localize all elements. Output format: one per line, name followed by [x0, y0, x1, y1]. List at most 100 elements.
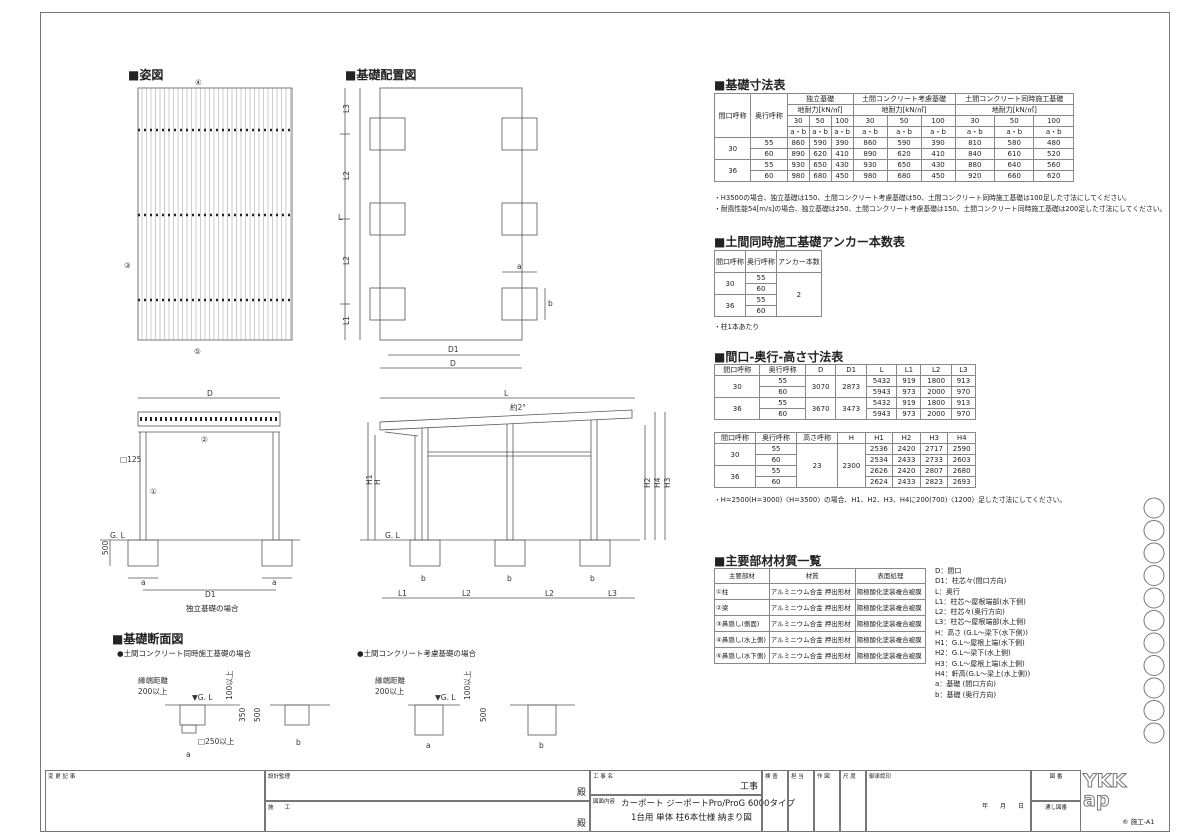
table-cell: 2603 — [947, 454, 976, 466]
table-cell: 5432 — [865, 397, 898, 409]
table-row: ③鼻隠し(側面)アルミニウム合金 押出形材陽極酸化塗装複合被膜 — [714, 615, 927, 632]
label-sq250: □250以上 — [198, 737, 235, 746]
table-cell: 55 — [759, 397, 806, 409]
approval-cell: 御承認印年 月 日 — [866, 770, 1031, 832]
label-l1: L1 — [342, 316, 351, 325]
table-cell: 2000 — [920, 408, 952, 420]
table-cell: L3 — [950, 364, 977, 376]
table-cell: 560 — [1033, 159, 1074, 171]
table-cell: 3070 — [804, 375, 837, 398]
table-cell: 920 — [954, 170, 996, 182]
label-edge2: 縁端距離 — [375, 675, 405, 685]
table-cell: 奥行呼称 — [755, 432, 798, 444]
label-b-side2: b — [507, 574, 512, 583]
table-cell: 2733 — [919, 454, 949, 466]
table-cell: 奥行呼称 — [759, 364, 806, 376]
table-cell: L1 — [896, 364, 922, 376]
label-c1: ① — [150, 487, 157, 496]
table-cell: 5432 — [865, 375, 898, 387]
table-cell: アルミニウム合金 押出形材 — [768, 615, 856, 632]
legend-item: H：高さ (G.L～梁下(水下側)) — [935, 628, 1028, 637]
table-cell: 410 — [920, 148, 956, 160]
table-row: ②梁アルミニウム合金 押出形材陽極酸化塗装複合被膜 — [714, 599, 927, 616]
label-h: H — [373, 479, 382, 485]
table-cell: ②梁 — [714, 599, 770, 616]
content-line1: カーポート ジーポートPro/ProG 6000タイプ — [621, 799, 795, 809]
stamp-circle — [1143, 587, 1165, 609]
table-cell: 590 — [808, 137, 832, 149]
table-cell: L2 — [920, 364, 952, 376]
label-c3: ③ — [124, 261, 131, 270]
table-cell: 620 — [808, 148, 832, 160]
table-cell: 55 — [759, 375, 806, 387]
builder-cell: 施 工殿 — [265, 801, 590, 832]
table-cell: H2 — [892, 432, 921, 444]
stamp-circle — [1143, 542, 1165, 564]
stamp-circle — [1143, 677, 1165, 699]
table-cell: 材質 — [768, 568, 856, 584]
table-cell: アルミニウム合金 押出形材 — [768, 631, 856, 648]
table-cell: 23 — [796, 443, 839, 488]
table-cell: a・b — [786, 126, 810, 138]
section-title: ■基礎断面図 — [112, 632, 184, 646]
legend-item: H3：G.L～屋根上端(水上側) — [935, 659, 1025, 668]
revisions-cell: 変 更 記 事 — [45, 770, 265, 832]
legend-item: a：基礎 (間口方向) — [935, 680, 996, 689]
stamp-circle — [1143, 520, 1165, 541]
legend-item: L1：柱芯～屋根端部(水下側) — [935, 597, 1026, 606]
table-cell: 2536 — [864, 443, 894, 455]
label-post: □125 — [120, 455, 142, 464]
label-a-sec2: a — [426, 741, 431, 750]
check-cell: 検 査 — [762, 770, 788, 832]
table-cell: ①柱 — [714, 583, 770, 600]
table-cell: 陽極酸化塗装複合被膜 — [854, 615, 927, 632]
legend-item: H1：G.L～屋根上端(水下側) — [935, 639, 1025, 648]
table-cell: 450 — [830, 170, 854, 182]
content-label: 図面内容 — [593, 799, 616, 805]
table-cell: アルミニウム合金 押出形材 — [768, 599, 856, 616]
table-cell: a・b — [830, 126, 854, 138]
label-l: L — [338, 213, 343, 222]
table-cell: 2680 — [947, 465, 976, 477]
table-cell: D1 — [835, 364, 867, 376]
project-label: 工 事 名 — [593, 774, 613, 780]
table-cell: a・b — [886, 126, 922, 138]
table-cell: 陽極酸化塗装複合被膜 — [854, 647, 927, 664]
found-table-title: ■基礎寸法表 — [714, 78, 786, 92]
serial-cell: 通し図番 — [1031, 801, 1081, 832]
table-cell: a・b — [954, 126, 996, 138]
approval-label: 御承認印 — [869, 774, 892, 780]
layout-title: ■基礎配置図 — [345, 68, 417, 82]
table-cell: 55 — [755, 443, 798, 455]
table-cell: 680 — [886, 170, 922, 182]
table-cell: 5943 — [865, 386, 898, 398]
table-cell: 60 — [759, 408, 806, 420]
table-cell: 30 — [713, 137, 752, 160]
ykk-ap-logo: YKK ap — [1083, 770, 1127, 811]
table-cell: a・b — [808, 126, 832, 138]
table-cell: 620 — [886, 148, 922, 160]
label-b: b — [548, 299, 553, 308]
table-cell: 1800 — [920, 397, 952, 409]
roof-plan — [137, 87, 293, 341]
table-row: ⑤鼻隠し(水下側)アルミニウム合金 押出形材陽極酸化塗装複合被膜 — [714, 647, 927, 664]
sama: 殿 — [576, 788, 586, 798]
table-cell: 2590 — [947, 443, 976, 455]
table-cell: 2300 — [837, 443, 866, 488]
label-a: a — [517, 262, 522, 271]
table-cell: 880 — [954, 159, 996, 171]
table-cell: 2420 — [892, 465, 921, 477]
table-cell: 680 — [808, 170, 832, 182]
table-cell: 590 — [886, 137, 922, 149]
table-cell: 810 — [954, 137, 996, 149]
table-cell: 55 — [750, 137, 788, 149]
table-cell: 36 — [713, 397, 761, 420]
legend-item: L3：柱芯～屋根端部(水上側) — [935, 618, 1026, 627]
label-d: D — [450, 359, 456, 368]
table-cell: 390 — [830, 137, 854, 149]
table-cell: 930 — [786, 159, 810, 171]
